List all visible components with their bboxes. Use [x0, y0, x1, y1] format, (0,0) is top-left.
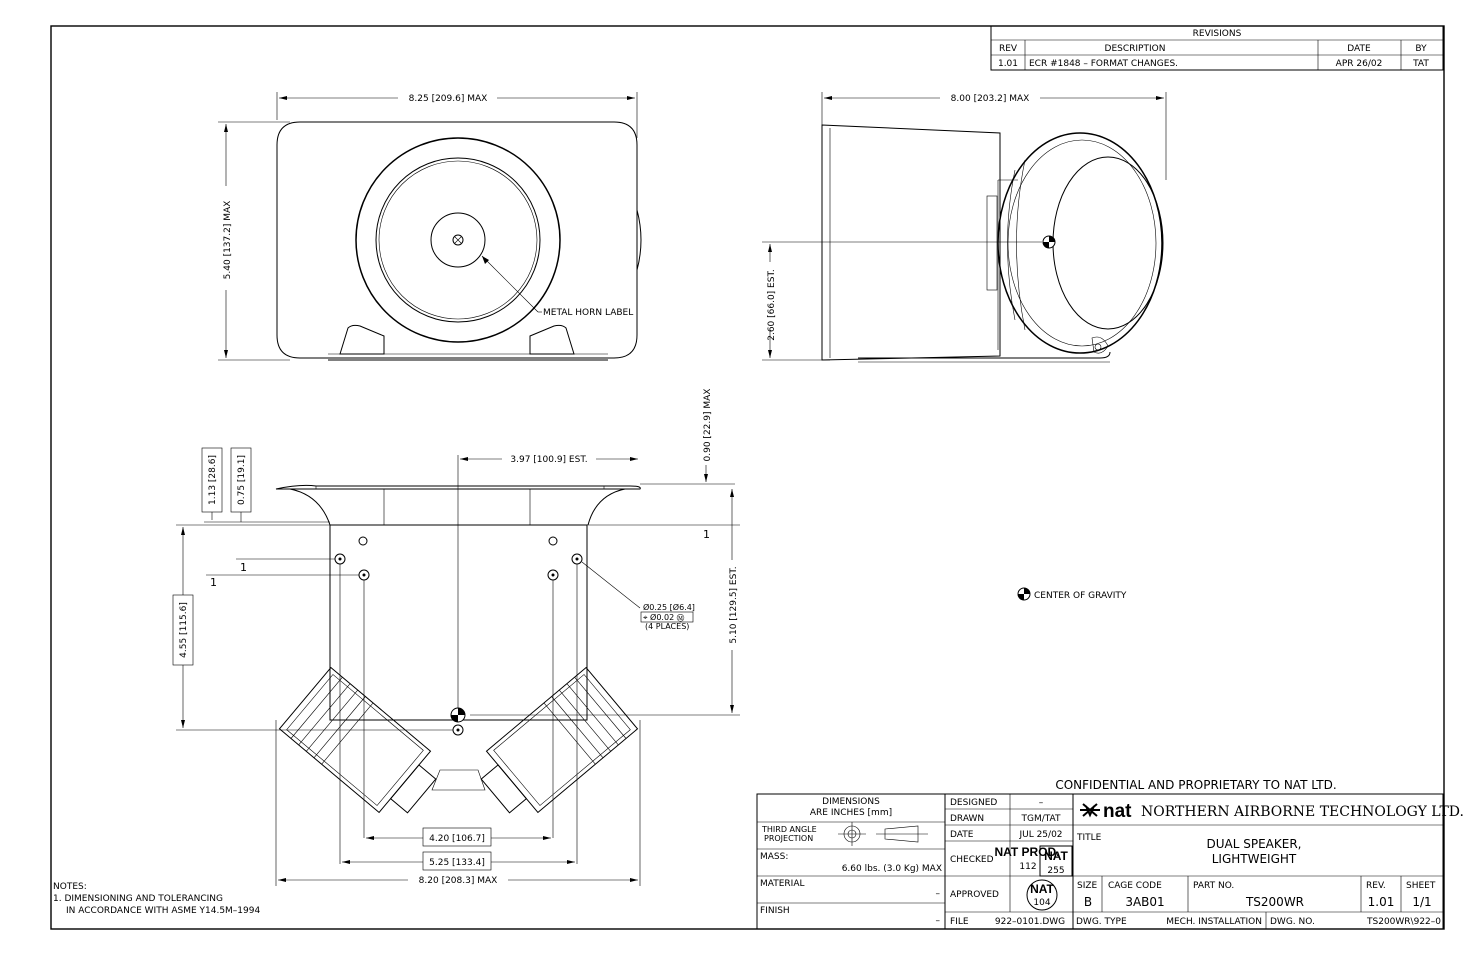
size-label: SIZE	[1077, 881, 1098, 891]
front-width-dim: 8.25 [209.6] MAX	[409, 94, 488, 104]
nat-prod-number: 112	[1019, 862, 1036, 872]
notes-line-2: IN ACCORDANCE WITH ASME Y14.5M–1994	[66, 906, 260, 916]
description-header: DESCRIPTION	[1105, 44, 1166, 54]
hole-places: (4 PLACES)	[645, 622, 689, 631]
stamp-104-number: 104	[1033, 898, 1050, 908]
sheet-value: 1/1	[1412, 895, 1431, 909]
drawing-title-line-1: DUAL SPEAKER,	[1207, 837, 1302, 851]
nat-logo-icon	[1080, 803, 1100, 818]
dims-line-1: DIMENSIONS	[822, 797, 880, 807]
by-header: BY	[1415, 44, 1427, 54]
designed-value: –	[1039, 798, 1044, 808]
notes: NOTES: 1. DIMENSIONING AND TOLERANCING I…	[53, 882, 260, 916]
nat-prod-stamp: NAT PROD.	[994, 845, 1059, 859]
revisions-table: REVISIONS REV DESCRIPTION DATE BY 1.01 E…	[990, 25, 1444, 71]
cg-legend: CENTER OF GRAVITY	[1017, 587, 1127, 601]
cage-label: CAGE CODE	[1108, 881, 1162, 891]
hole-diameter: Ø0.25 [Ø6.4]	[643, 602, 695, 612]
designed-label: DESIGNED	[950, 798, 997, 808]
size-value: B	[1084, 895, 1092, 909]
dim-075: 0.75 [19.1]	[237, 455, 247, 505]
third-angle-projection-icon	[838, 822, 928, 846]
part-value: TS200WR	[1245, 895, 1304, 909]
side-view: 8.00 [203.2] MAX 2.60 [66.0] EST.	[762, 92, 1167, 363]
datum-1b: 1	[210, 576, 217, 589]
rev-header: REV	[999, 44, 1018, 54]
title-label: TITLE	[1076, 833, 1102, 843]
cg-height-dim: 2.60 [66.0] EST.	[767, 269, 777, 341]
rev-cell: 1.01	[998, 59, 1018, 69]
checked-label: CHECKED	[950, 855, 994, 865]
stamp-104-top: NAT	[1030, 882, 1054, 896]
cg-symbol-icon	[1018, 588, 1030, 600]
dwg-no-value: TS200WR\922–0	[1366, 917, 1441, 927]
front-view: 8.25 [209.6] MAX 5.40 [137.2] MAX METAL …	[218, 92, 642, 361]
dwg-type-value: MECH. INSTALLATION	[1166, 917, 1262, 927]
title-block: DIMENSIONS ARE INCHES [mm] THIRD ANGLE P…	[756, 793, 1464, 930]
mass-label: MASS:	[760, 852, 788, 862]
cg-legend-text: CENTER OF GRAVITY	[1034, 591, 1127, 601]
notes-title: NOTES:	[53, 882, 87, 892]
horn-label-callout: METAL HORN LABEL	[543, 308, 633, 318]
file-label: FILE	[950, 917, 969, 927]
dim-113: 1.13 [28.6]	[208, 455, 218, 505]
finish-value: –	[936, 916, 941, 926]
hole-tolerance: ⌖ Ø0.02 Ⓜ	[643, 612, 685, 622]
datum-1a: 1	[240, 561, 247, 574]
material-value: –	[936, 889, 941, 899]
dwg-type-label: DWG. TYPE	[1076, 917, 1127, 927]
drawing-title-line-2: LIGHTWEIGHT	[1212, 852, 1297, 866]
side-width-dim: 8.00 [203.2] MAX	[951, 94, 1030, 104]
approved-label: APPROVED	[950, 890, 999, 900]
front-height-dim: 5.40 [137.2] MAX	[223, 201, 233, 280]
stamp-255-number: 255	[1047, 866, 1064, 876]
cage-value: 3AB01	[1125, 895, 1164, 909]
height-455: 4.55 [115.6]	[179, 602, 189, 658]
dim-420: 4.20 [106.7]	[429, 834, 485, 844]
date-label: DATE	[950, 830, 974, 840]
flange-dim: 0.90 [22.9] MAX	[703, 389, 713, 462]
mass-value: 6.60 lbs. (3.0 Kg) MAX	[842, 864, 942, 874]
date-value: JUL 25/02	[1018, 830, 1062, 840]
confidential-notice: CONFIDENTIAL AND PROPRIETARY TO NAT LTD.	[1055, 778, 1336, 792]
file-value: 922–0101.DWG	[995, 917, 1065, 927]
company-name: NORTHERN AIRBORNE TECHNOLOGY LTD.	[1141, 804, 1464, 820]
finish-label: FINISH	[760, 906, 790, 916]
dim-525: 5.25 [133.4]	[429, 858, 485, 868]
drawn-label: DRAWN	[950, 814, 984, 824]
notes-line-1: 1. DIMENSIONING AND TOLERANCING	[53, 894, 223, 904]
date-cell: APR 26/02	[1336, 59, 1383, 69]
inspection-stamp-255	[1039, 845, 1073, 877]
date-header: DATE	[1347, 44, 1371, 54]
part-label: PART NO.	[1193, 881, 1234, 891]
cg-offset-dim: 3.97 [100.9] EST.	[510, 455, 587, 465]
dims-line-2: ARE INCHES [mm]	[810, 808, 892, 818]
projection-line-2: PROJECTION	[764, 834, 813, 843]
company-logo-text: nat	[1103, 801, 1132, 822]
stamp-255-top: NAT	[1044, 849, 1068, 863]
drawn-value: TGM/TAT	[1020, 814, 1061, 824]
depth-510: 5.10 [129.5] EST.	[729, 566, 739, 643]
revisions-title: REVISIONS	[1193, 29, 1242, 39]
rev-label: REV.	[1366, 881, 1386, 891]
description-cell: ECR #1848 – FORMAT CHANGES.	[1029, 59, 1178, 69]
approval-stamp-104	[1026, 879, 1058, 911]
projection-line-1: THIRD ANGLE	[761, 825, 817, 834]
bottom-view: 0.90 [22.9] MAX 1 1 1 3.97 [100.9] EST.	[172, 389, 740, 886]
dim-820: 8.20 [208.3] MAX	[419, 876, 498, 886]
sheet-border	[50, 25, 1445, 930]
by-cell: TAT	[1412, 59, 1429, 69]
datum-1c: 1	[703, 528, 710, 541]
sheet-label: SHEET	[1406, 881, 1436, 891]
dwg-no-label: DWG. NO.	[1270, 917, 1315, 927]
rev-value: 1.01	[1368, 895, 1395, 909]
material-label: MATERIAL	[760, 879, 805, 889]
